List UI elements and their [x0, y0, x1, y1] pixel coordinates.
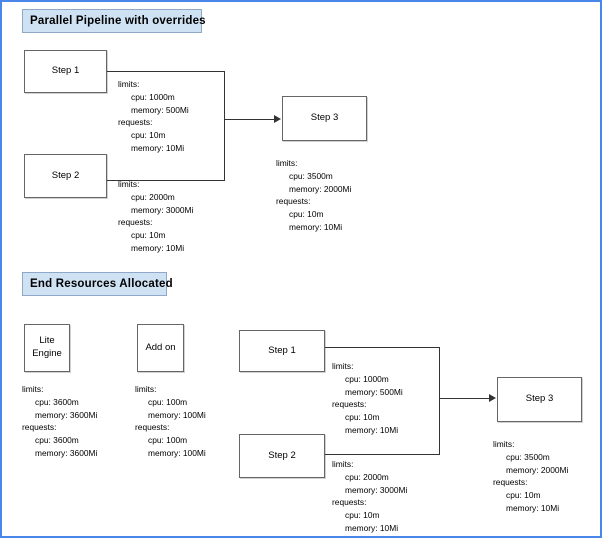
resources-bottom-step-2: limits: cpu: 2000m memory: 3000Mi reques…	[332, 458, 407, 535]
requests-memory: memory: 10Mi	[345, 522, 399, 533]
limits-memory: memory: 3600Mi	[35, 409, 98, 420]
node-top-step-1-label: Step 1	[51, 65, 80, 77]
limits-memory: memory: 3000Mi	[131, 204, 194, 215]
limits-label: limits:	[118, 79, 140, 89]
limits-cpu: cpu: 2000m	[131, 191, 175, 202]
limits-cpu: cpu: 3600m	[35, 396, 79, 407]
connector-bottom-to-step3	[439, 398, 490, 399]
resources-bottom-step-3: limits: cpu: 3500m memory: 2000Mi reques…	[493, 438, 568, 515]
connector-top-merge-vertical	[224, 71, 225, 181]
limits-memory: memory: 100Mi	[148, 409, 206, 420]
requests-label: requests:	[332, 399, 367, 410]
connector-top-to-step3	[224, 119, 275, 120]
node-bottom-step-2[interactable]: Step 2	[239, 434, 325, 478]
limits-label: limits:	[493, 439, 515, 449]
limits-cpu: cpu: 2000m	[345, 471, 389, 482]
requests-cpu: cpu: 10m	[345, 510, 380, 521]
node-lite-engine[interactable]: Lite Engine	[24, 324, 70, 372]
connector-bottom-step1	[325, 347, 439, 348]
requests-memory: memory: 3600Mi	[35, 447, 98, 458]
section-banner-end-resources-allocated: End Resources Allocated	[22, 272, 173, 296]
node-bottom-step-1-label: Step 1	[268, 344, 296, 356]
limits-cpu: cpu: 1000m	[345, 373, 389, 384]
node-top-step-1[interactable]: Step 1	[24, 50, 107, 93]
requests-cpu: cpu: 10m	[345, 412, 380, 423]
limits-label: limits:	[332, 361, 354, 371]
requests-cpu: cpu: 10m	[506, 490, 541, 501]
requests-memory: memory: 10Mi	[506, 502, 560, 513]
limits-memory: memory: 3000Mi	[345, 484, 408, 495]
limits-memory: memory: 2000Mi	[289, 183, 352, 194]
requests-cpu: cpu: 10m	[131, 130, 166, 141]
node-bottom-step-2-label: Step 2	[268, 449, 296, 461]
node-top-step-2[interactable]: Step 2	[24, 154, 107, 198]
node-add-on[interactable]: Add on	[137, 324, 184, 372]
connector-top-step2	[107, 180, 224, 181]
limits-label: limits:	[135, 384, 157, 394]
limits-cpu: cpu: 1000m	[131, 91, 175, 102]
limits-label: limits:	[118, 179, 140, 189]
section-banner-parallel-pipeline: Parallel Pipeline with overrides	[22, 9, 206, 33]
resources-top-step-1: limits: cpu: 1000m memory: 500Mi request…	[118, 78, 189, 155]
requests-label: requests:	[118, 117, 153, 128]
requests-label: requests:	[118, 217, 153, 228]
requests-label: requests:	[22, 422, 57, 433]
node-bottom-step-3[interactable]: Step 3	[497, 377, 582, 422]
requests-label: requests:	[276, 196, 311, 207]
requests-memory: memory: 10Mi	[131, 142, 185, 153]
requests-memory: memory: 100Mi	[148, 447, 206, 458]
requests-memory: memory: 10Mi	[345, 424, 399, 435]
connector-top-step1	[107, 71, 224, 72]
limits-cpu: cpu: 3500m	[506, 451, 550, 462]
connector-bottom-merge-vertical	[439, 347, 440, 455]
resources-lite-engine: limits: cpu: 3600m memory: 3600Mi reques…	[22, 383, 97, 460]
limits-label: limits:	[276, 158, 298, 168]
requests-label: requests:	[332, 497, 367, 508]
node-lite-engine-label-line2: Engine	[32, 348, 62, 359]
requests-memory: memory: 10Mi	[131, 242, 185, 253]
node-add-on-label: Add on	[145, 341, 176, 353]
arrowhead-top-step3	[274, 115, 281, 123]
node-bottom-step-1[interactable]: Step 1	[239, 330, 325, 372]
node-top-step-3-label: Step 3	[310, 112, 339, 124]
node-lite-engine-label-line1: Lite	[39, 335, 55, 347]
limits-cpu: cpu: 100m	[148, 396, 188, 407]
limits-label: limits:	[22, 384, 44, 394]
arrowhead-bottom-step3	[489, 394, 496, 402]
node-bottom-step-3-label: Step 3	[525, 393, 554, 405]
connector-bottom-step2	[325, 454, 439, 455]
limits-cpu: cpu: 3500m	[289, 170, 333, 181]
requests-label: requests:	[135, 422, 170, 433]
requests-cpu: cpu: 100m	[148, 435, 188, 446]
resources-top-step-2: limits: cpu: 2000m memory: 3000Mi reques…	[118, 178, 193, 255]
requests-label: requests:	[493, 477, 528, 488]
resources-top-step-3: limits: cpu: 3500m memory: 2000Mi reques…	[276, 157, 351, 234]
requests-cpu: cpu: 10m	[131, 230, 166, 241]
limits-memory: memory: 500Mi	[131, 104, 189, 115]
node-top-step-2-label: Step 2	[51, 169, 80, 181]
limits-memory: memory: 2000Mi	[506, 464, 569, 475]
requests-cpu: cpu: 10m	[289, 209, 324, 220]
requests-memory: memory: 10Mi	[289, 221, 343, 232]
node-top-step-3[interactable]: Step 3	[282, 96, 367, 141]
limits-label: limits:	[332, 459, 354, 469]
resources-bottom-step-1: limits: cpu: 1000m memory: 500Mi request…	[332, 360, 403, 437]
requests-cpu: cpu: 3600m	[35, 435, 79, 446]
resources-add-on: limits: cpu: 100m memory: 100Mi requests…	[135, 383, 206, 460]
limits-memory: memory: 500Mi	[345, 386, 403, 397]
